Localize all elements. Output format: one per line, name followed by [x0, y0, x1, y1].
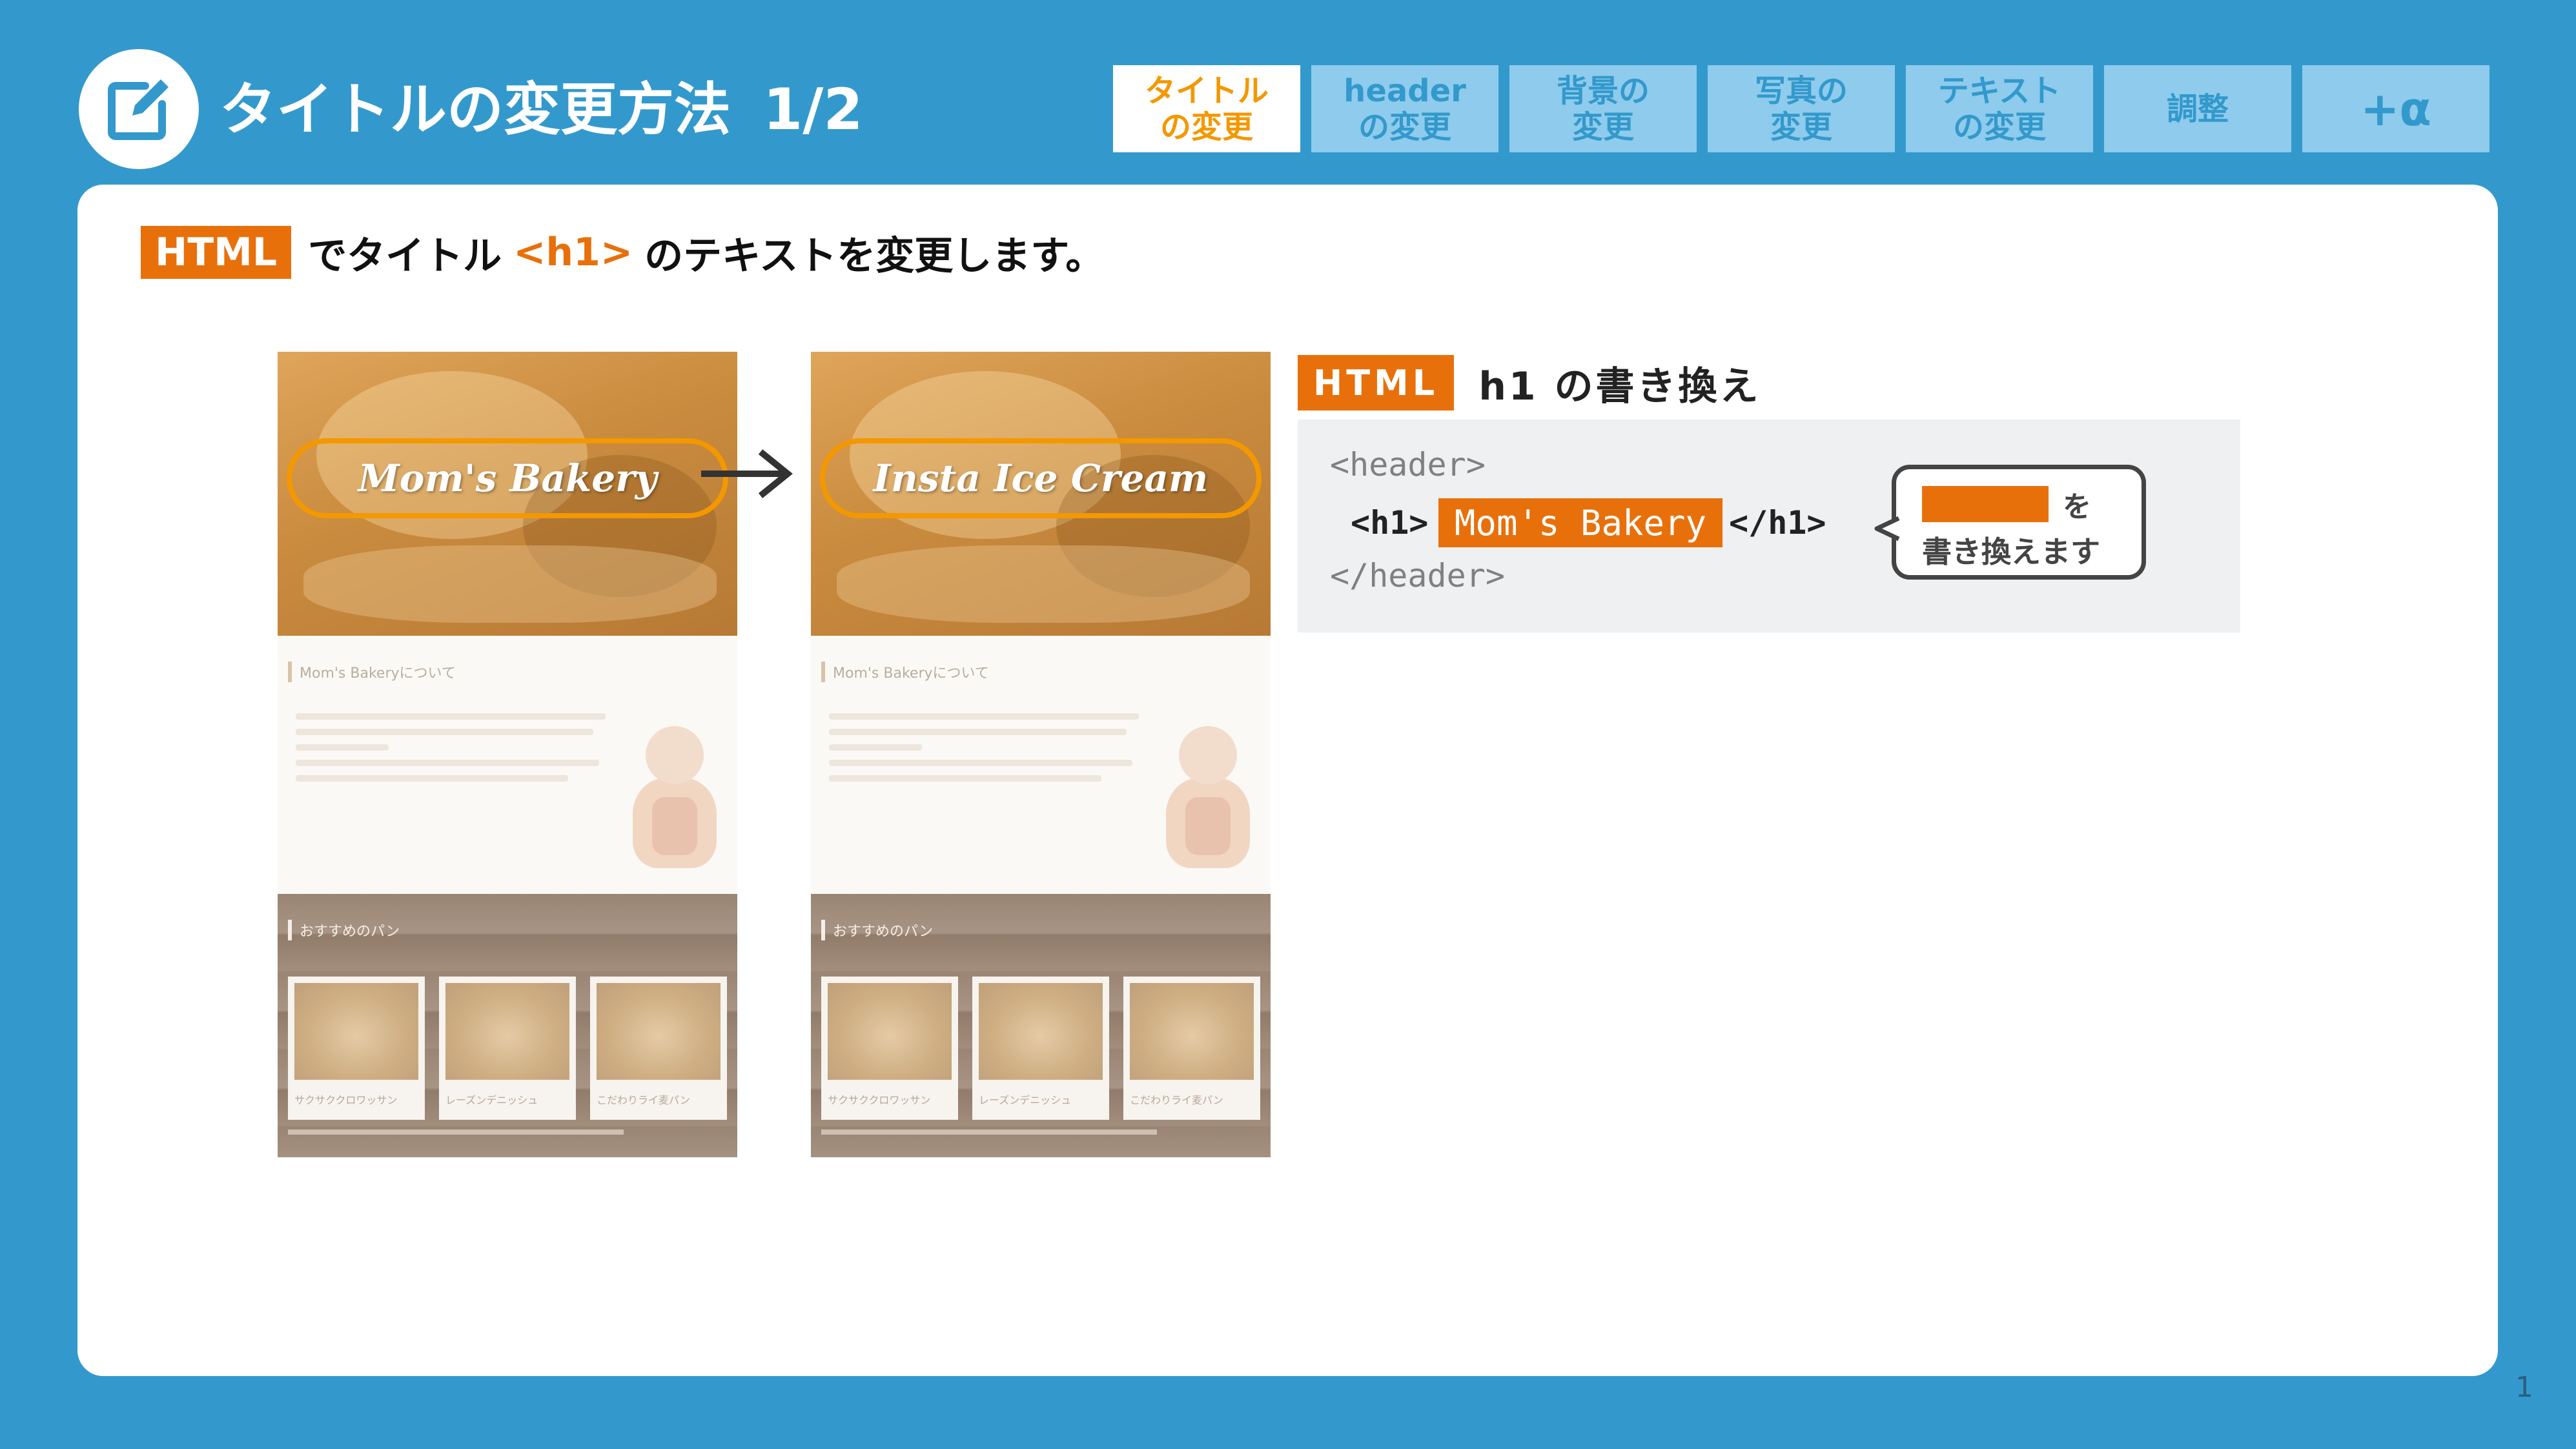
code-header-close: </header> — [1330, 557, 1505, 594]
intro-line: HTML でタイトル <h1> のテキストを変更します。 — [141, 226, 1104, 279]
page-indicator: 1/2 — [763, 76, 863, 143]
about-heading: Mom's Bakeryについて — [288, 662, 456, 682]
tab-photo-change[interactable]: 写真の 変更 — [1708, 65, 1895, 152]
mascot-illustration — [626, 726, 723, 875]
hero-photo: Insta Ice Cream — [811, 352, 1271, 636]
about-section: Mom's Bakeryについて — [811, 636, 1271, 894]
code-h1-open: <h1> — [1351, 504, 1429, 542]
product-card: サクサククロワッサン — [821, 977, 958, 1120]
product-card: こだわりライ麦パン — [1123, 977, 1260, 1120]
slide-title-text: タイトルの変更方法 — [220, 76, 731, 143]
callout-blank-placeholder — [1922, 486, 2049, 522]
content-card: HTML でタイトル <h1> のテキストを変更します。 Mom's Baker… — [77, 185, 2498, 1376]
callout-text: 書き換えます — [1922, 534, 2100, 569]
bread-image — [979, 983, 1103, 1080]
products-heading: おすすめのパン — [821, 920, 933, 940]
slide-title: タイトルの変更方法 1/2 — [220, 74, 863, 145]
callout-suffix: を — [2063, 491, 2091, 523]
product-card: レーズンデニッシュ — [972, 977, 1109, 1120]
products-heading: おすすめのパン — [288, 920, 400, 940]
about-section: Mom's Bakeryについて — [278, 636, 737, 894]
products-section: おすすめのパン サクサククロワッサン レーズンデニッシュ こだわりライ麦パン — [278, 894, 737, 1157]
product-caption: こだわりライ麦パン — [597, 1094, 690, 1106]
before-site-preview: Mom's Bakery Mom's Bakeryについて おすすめのパン サク… — [278, 352, 737, 1157]
product-card: レーズンデニッシュ — [439, 977, 576, 1120]
callout-bubble: を 書き換えます — [1874, 465, 2146, 580]
hero-photo: Mom's Bakery — [278, 352, 737, 636]
product-caption: サクサククロワッサン — [294, 1094, 398, 1106]
bread-image — [828, 983, 952, 1080]
intro-tag: <h1> — [513, 230, 633, 275]
callout-tail — [1874, 516, 1901, 542]
about-text-lines — [296, 713, 606, 791]
bread-image — [445, 983, 569, 1080]
html-badge: HTML — [1298, 355, 1455, 410]
products-footnote — [288, 1130, 624, 1135]
page-number: 1 — [2515, 1371, 2533, 1404]
tab-header-change[interactable]: header の変更 — [1311, 65, 1498, 152]
tab-title-change[interactable]: タイトル の変更 — [1113, 65, 1300, 152]
slide-logo — [79, 49, 199, 169]
product-caption: レーズンデニッシュ — [979, 1094, 1072, 1106]
html-badge: HTML — [141, 226, 292, 279]
tab-background-change[interactable]: 背景の 変更 — [1509, 65, 1697, 152]
products-section: おすすめのパン サクサククロワッサン レーズンデニッシュ こだわりライ麦パン — [811, 894, 1271, 1157]
intro-text-after: のテキストを変更します。 — [644, 233, 1105, 279]
code-header-open: <header> — [1330, 446, 1486, 483]
code-panel-header: HTML h1 の書き換え — [1298, 355, 1761, 410]
intro-text-before: でタイトル — [308, 233, 502, 279]
code-h1-text-highlight: Mom's Bakery — [1438, 498, 1722, 547]
product-card: こだわりライ麦パン — [590, 977, 727, 1120]
site-title-highlight: Insta Ice Cream — [820, 438, 1262, 518]
bread-image — [294, 983, 418, 1080]
product-caption: こだわりライ麦パン — [1130, 1094, 1223, 1106]
tab-plus-alpha[interactable]: +α — [2302, 65, 2489, 152]
after-site-preview: Insta Ice Cream Mom's Bakeryについて おすすめのパン… — [811, 352, 1271, 1157]
arrow-right-icon — [701, 449, 793, 498]
bread-image — [597, 983, 721, 1080]
tab-bar: タイトル の変更 header の変更 背景の 変更 写真の 変更 テキスト の… — [1113, 65, 2491, 152]
edit-icon — [108, 79, 169, 140]
tab-adjust[interactable]: 調整 — [2104, 65, 2291, 152]
mascot-illustration — [1160, 726, 1256, 875]
product-card: サクサククロワッサン — [288, 977, 425, 1120]
product-caption: レーズンデニッシュ — [445, 1094, 538, 1106]
tab-text-change[interactable]: テキスト の変更 — [1906, 65, 2093, 152]
code-h1-close: </h1> — [1729, 504, 1826, 542]
product-caption: サクサククロワッサン — [828, 1094, 931, 1106]
site-title-highlight: Mom's Bakery — [287, 438, 728, 518]
bread-image — [1130, 983, 1254, 1080]
code-panel-title: h1 の書き換え — [1478, 363, 1761, 409]
code-snippet-box: <header> <h1> Mom's Bakery </h1> </heade… — [1298, 420, 2240, 633]
products-footnote — [821, 1130, 1157, 1135]
about-heading: Mom's Bakeryについて — [821, 662, 989, 682]
about-text-lines — [829, 713, 1139, 791]
